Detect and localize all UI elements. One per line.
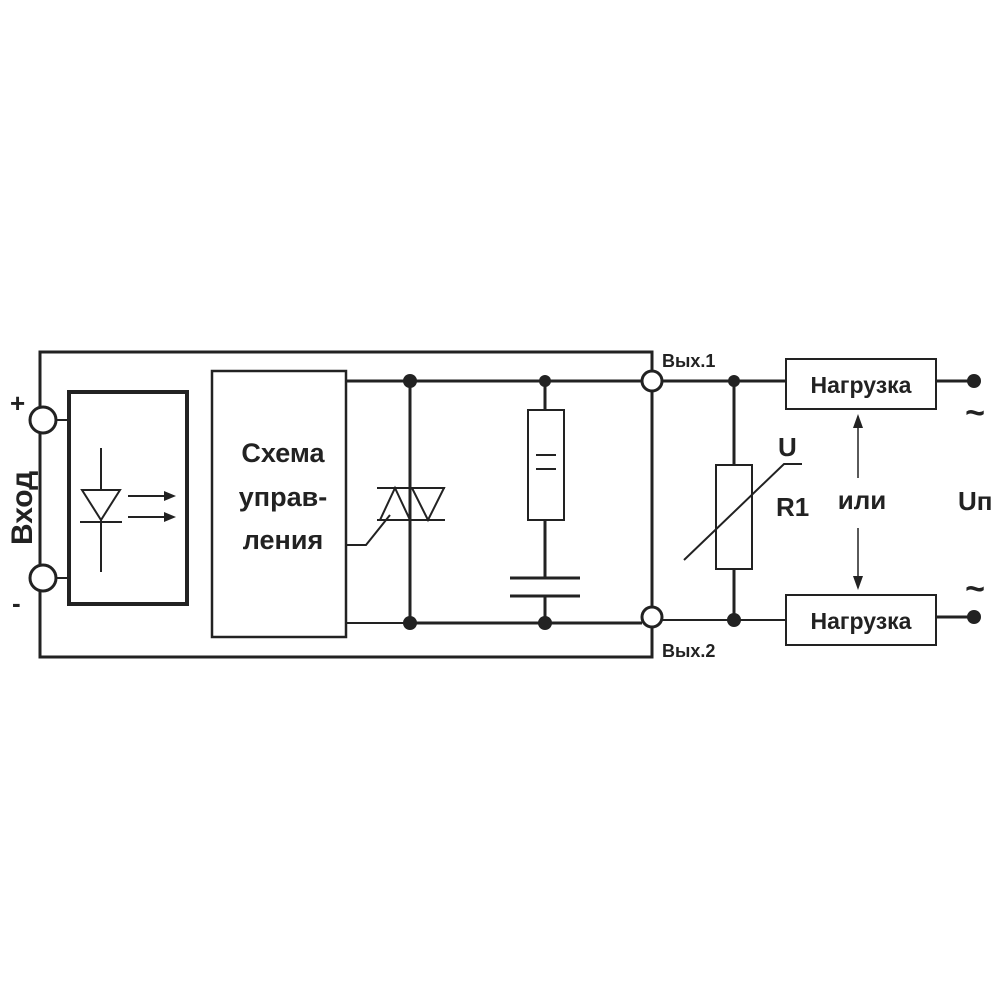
snubber-resistor	[527, 409, 565, 521]
alternative-arrows	[853, 414, 863, 590]
or-label: или	[838, 485, 886, 515]
supply-ac-bottom: ~	[965, 570, 985, 608]
output-1-terminal	[640, 369, 664, 393]
snubber-rc	[510, 381, 580, 623]
output-1-label: Вых.1	[662, 351, 715, 371]
varistor-r1-label: R1	[776, 492, 809, 522]
load-bottom-box	[785, 594, 937, 646]
varistor-u-label: U	[778, 432, 797, 462]
supply-top-terminal	[967, 374, 981, 388]
load-bottom-label: Нагрузка	[811, 608, 912, 634]
relay-housing	[38, 350, 654, 659]
input-label: Вход	[6, 471, 39, 545]
supply-bottom-terminal	[967, 610, 981, 624]
input-plus-terminal	[28, 405, 58, 435]
supply-voltage-label: Uп	[958, 486, 992, 516]
control-label-line1: Схема	[241, 438, 325, 468]
supply-ac-top: ~	[965, 394, 985, 432]
control-label-line2: управ-	[239, 482, 327, 512]
input-minus-terminal	[28, 563, 58, 593]
led-icon	[80, 448, 176, 572]
control-label-line3: ления	[243, 525, 323, 555]
varistor-r1	[683, 381, 802, 620]
output-2-terminal	[640, 605, 664, 629]
control-circuit-block	[210, 369, 348, 639]
output-2-label: Вых.2	[662, 641, 715, 661]
input-plus-sign: +	[10, 388, 25, 418]
load-top-box	[785, 358, 937, 410]
triac-icon	[346, 381, 446, 623]
input-minus-sign: -	[12, 588, 21, 618]
load-top-label: Нагрузка	[811, 372, 912, 398]
